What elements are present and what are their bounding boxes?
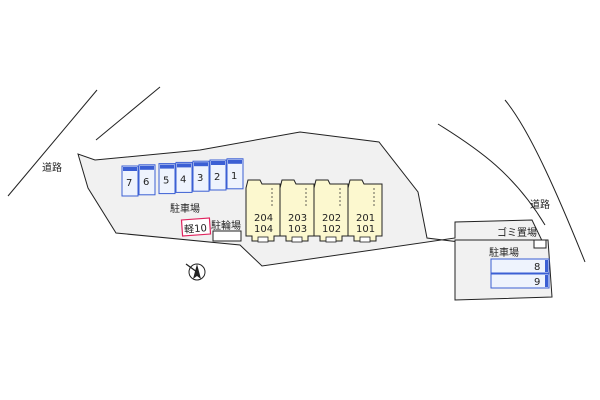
parking-slot-number: 4 — [180, 174, 186, 185]
unit-number-upper: 201 — [356, 213, 375, 224]
road-right-label: 道路 — [530, 198, 550, 211]
unit-number-lower: 104 — [254, 224, 273, 235]
parking-main-label: 駐車場 — [170, 202, 200, 215]
kei-slot-label: 軽10 — [184, 222, 208, 236]
unit-number-lower: 101 — [356, 224, 375, 235]
parking-slot: 4 — [175, 161, 193, 193]
parking-slot-number: 6 — [143, 177, 149, 188]
bike-parking: 駐輪場 — [211, 219, 242, 242]
north-arrow-icon — [185, 263, 206, 281]
parking-slot-number: 8 — [534, 262, 540, 273]
parking-right-label: 駐車場 — [489, 246, 519, 259]
parking-slot: 1 — [226, 158, 244, 190]
parking-slot: 8 — [490, 258, 550, 274]
garbage-label: ゴミ置場 — [497, 226, 537, 239]
parking-slot: 5 — [158, 163, 176, 195]
road-left-lines — [7, 86, 161, 197]
road-left-label: 道路 — [42, 161, 62, 174]
parking-slot: 7 — [121, 165, 139, 197]
parking-slot-number: 2 — [214, 172, 220, 183]
garbage-area: ゴミ置場 — [497, 226, 547, 249]
bike-parking-label: 駐輪場 — [211, 219, 241, 232]
parking-slot: 9 — [490, 273, 550, 289]
parking-slot: 6 — [138, 164, 156, 196]
parking-slot-number: 1 — [231, 171, 237, 182]
unit-number-lower: 103 — [288, 224, 307, 235]
unit-number-upper: 203 — [288, 213, 307, 224]
parking-slot-number: 5 — [163, 176, 169, 187]
parking-slot: 3 — [192, 160, 210, 192]
parking-slot-number: 3 — [197, 173, 203, 184]
parking-slot-number: 7 — [126, 178, 132, 189]
unit-number-lower: 102 — [322, 224, 341, 235]
kei-slot: 軽10 — [180, 217, 212, 237]
unit-number-upper: 202 — [322, 213, 341, 224]
parking-slots-right: 89 — [490, 258, 550, 289]
parking-slot-number: 9 — [534, 277, 540, 288]
unit-number-upper: 204 — [254, 213, 273, 224]
road-right-lines — [437, 99, 586, 263]
parking-slot: 2 — [209, 159, 227, 191]
